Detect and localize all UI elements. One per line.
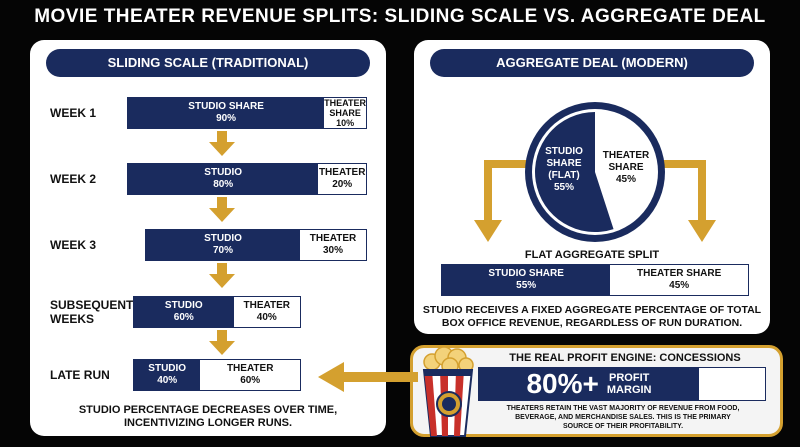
week-label: WEEK 3	[50, 238, 97, 252]
caption-line: STUDIO RECEIVES A FIXED AGGREGATE PERCEN…	[422, 304, 762, 316]
segment-value: 20%	[332, 179, 353, 190]
aggregate-split-bar: STUDIO SHARE 55% THEATER SHARE 45%	[441, 264, 749, 296]
segment-value: 40%	[256, 312, 277, 323]
caption-line: STUDIO PERCENTAGE DECREASES OVER TIME,	[78, 404, 338, 416]
segment-label: THEATER	[243, 300, 291, 311]
pie-studio-label-1: STUDIO	[545, 146, 583, 157]
arrow-shaft	[340, 372, 418, 382]
week-label: SUBSEQUENT WEEKS	[50, 298, 134, 326]
down-arrow	[209, 263, 235, 288]
aggregate-pie-graphic: STUDIO SHARE (FLAT) 55% THEATER SHARE 45…	[474, 102, 716, 242]
segment-value: 60%	[240, 375, 261, 386]
pie-theater-value: 45%	[616, 174, 636, 185]
right-flow-arrow-line	[660, 160, 706, 222]
metric-line: MARGIN	[606, 384, 652, 396]
pie-studio-value: 55%	[554, 182, 574, 193]
concessions-note: THEATERS RETAIN THE VAST MAJORITY OF REV…	[478, 404, 768, 431]
pie-slice-studio	[535, 112, 614, 232]
profit-margin-remainder	[699, 368, 765, 400]
note-line: SOURCE OF THEIR PROFITABILITY.	[562, 423, 684, 430]
segment-value: 10%	[336, 118, 355, 128]
segment-label: STUDIO	[204, 167, 243, 178]
profit-margin-value: 80%+	[526, 368, 599, 399]
arrow-head	[318, 362, 344, 392]
segment-label: THEATER SHARE	[324, 98, 366, 118]
segment-label: STUDIO	[148, 363, 187, 374]
sliding-scale-caption: STUDIO PERCENTAGE DECREASES OVER TIME, I…	[30, 404, 386, 430]
down-arrow	[209, 197, 235, 222]
left-flow-arrow-head	[474, 220, 502, 242]
segment-value: 30%	[322, 245, 343, 256]
segment-value: 40%	[157, 375, 178, 386]
pie-theater-label-2: SHARE	[608, 162, 643, 173]
week-label: WEEK 2	[50, 172, 97, 186]
metric-line: PROFIT	[609, 372, 650, 384]
caption-line: INCENTIVIZING LONGER RUNS.	[123, 417, 293, 429]
aggregate-deal-header: AGGREGATE DEAL (MODERN)	[430, 49, 754, 77]
segment-value: 60%	[173, 312, 194, 323]
week-label: WEEK 1	[50, 106, 97, 120]
segment-label: THEATER	[318, 167, 366, 178]
pie-slice-theater	[595, 112, 655, 230]
pie-studio-label-2: SHARE	[546, 158, 581, 169]
segment-value: 45%	[669, 280, 690, 291]
profit-margin-label: PROFIT MARGIN	[607, 372, 652, 396]
segment-value: 55%	[516, 280, 537, 291]
pie-theater-label-1: THEATER	[603, 150, 650, 161]
segment-label: STUDIO	[204, 233, 242, 244]
right-flow-arrow-head	[688, 220, 716, 242]
note-line: THEATERS RETAIN THE VAST MAJORITY OF REV…	[506, 405, 740, 412]
caption-line: BOX OFFICE REVENUE, REGARDLESS OF RUN DU…	[441, 317, 743, 329]
page-title: MOVIE THEATER REVENUE SPLITS: SLIDING SC…	[34, 6, 766, 27]
down-arrow	[209, 131, 235, 156]
aggregate-caption: STUDIO RECEIVES A FIXED AGGREGATE PERCEN…	[414, 304, 770, 330]
flat-split-title: FLAT AGGREGATE SPLIT	[524, 249, 660, 261]
segment-label: STUDIO SHARE	[188, 101, 264, 112]
aggregate-studio-segment: STUDIO SHARE 55%	[442, 265, 611, 295]
segment-label: THEATER	[309, 233, 357, 244]
concessions-title: THE REAL PROFIT ENGINE: CONCESSIONS	[509, 352, 741, 364]
segment-value: 90%	[216, 113, 237, 124]
week-label: LATE RUN	[50, 368, 110, 382]
profit-margin-fill: 80%+ PROFIT MARGIN	[479, 368, 699, 400]
segment-value: 80%	[213, 179, 234, 190]
down-arrow	[209, 330, 235, 355]
segment-label: STUDIO	[164, 300, 203, 311]
note-line: BEVERAGE, AND MERCHANDISE SALES. THIS IS…	[515, 414, 731, 421]
left-flow-arrow-line	[484, 160, 530, 222]
concessions-arrow	[318, 362, 418, 392]
segment-label: STUDIO SHARE	[488, 268, 564, 279]
profit-margin-bar: 80%+ PROFIT MARGIN	[478, 367, 766, 401]
segment-label: THEATER	[226, 363, 274, 374]
pie-studio-label-3: (FLAT)	[548, 170, 579, 181]
segment-label: THEATER SHARE	[637, 268, 722, 279]
aggregate-theater-segment: THEATER SHARE 45%	[610, 265, 748, 295]
segment-value: 70%	[212, 245, 233, 256]
sliding-scale-header: SLIDING SCALE (TRADITIONAL)	[46, 49, 370, 77]
popcorn-icon	[422, 346, 474, 437]
